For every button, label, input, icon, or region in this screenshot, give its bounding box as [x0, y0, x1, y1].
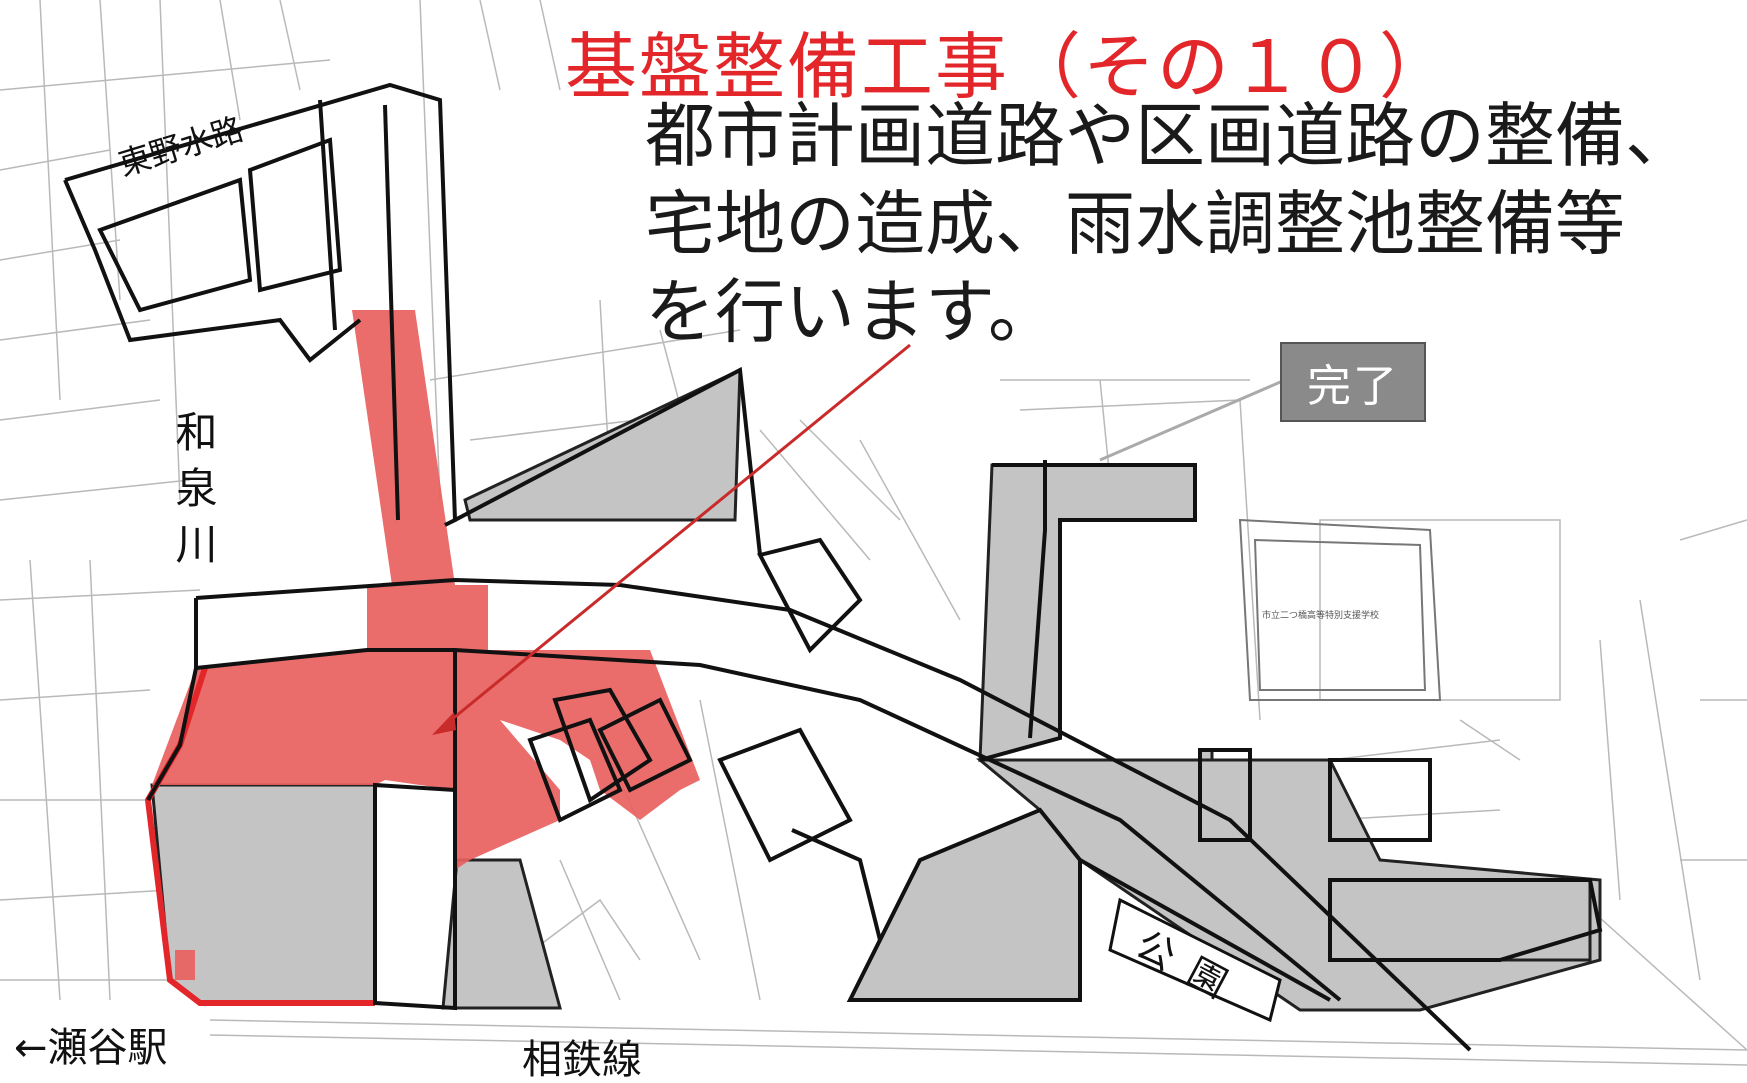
- title-pointer-arrowhead: [432, 712, 456, 735]
- description-line-2: 宅地の造成、雨水調整池整備等: [645, 183, 1625, 265]
- title-pointer-line: [444, 343, 911, 727]
- badge-pointer-line: [1099, 378, 1286, 462]
- label-station: ←瀬谷駅: [14, 1025, 168, 1071]
- description-line-3: を行います。: [645, 271, 1058, 353]
- label-school: 市立二つ橋高等特別支援学校: [1262, 611, 1380, 621]
- label-railway: 相鉄線: [522, 1037, 642, 1083]
- description: 都市計画道路や区画道路の整備、 宅地の造成、雨水調整池整備等 を行います。: [645, 92, 1695, 356]
- page-title: 基盤整備工事（その１０）: [565, 25, 1454, 109]
- label-river: 和泉川: [169, 410, 218, 578]
- description-line-1: 都市計画道路や区画道路の整備、: [645, 95, 1695, 177]
- park-area: [1108, 897, 1282, 1023]
- status-badge: 完了: [1280, 342, 1426, 422]
- project-boundaries: [63, 82, 1603, 1052]
- school-building: [1238, 518, 1442, 701]
